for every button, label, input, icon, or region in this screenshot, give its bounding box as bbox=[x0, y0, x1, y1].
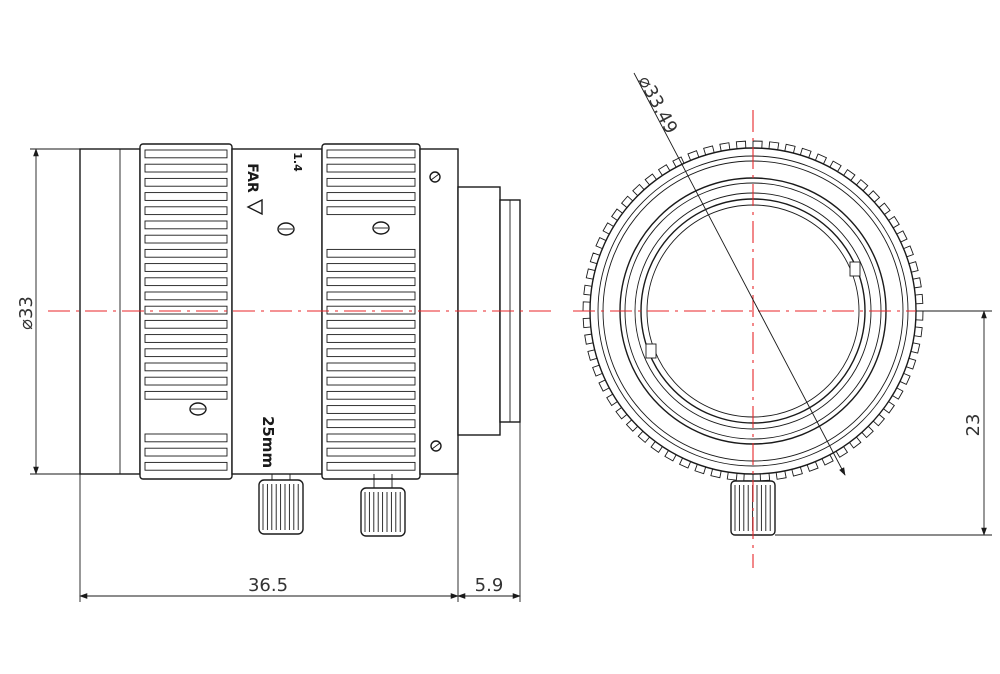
label-length-body: 36.5 bbox=[248, 575, 288, 596]
dimension-diameter-side: ⌀33 bbox=[16, 148, 80, 475]
body-screw-bottom bbox=[430, 440, 442, 452]
label-diameter-side: ⌀33 bbox=[16, 296, 37, 330]
set-screw-focus bbox=[189, 402, 207, 416]
label-length-mount: 5.9 bbox=[475, 575, 504, 596]
iris-ring bbox=[321, 143, 421, 480]
body-screw-top bbox=[429, 171, 441, 183]
label-height-screw: 23 bbox=[963, 414, 984, 437]
focus-ring bbox=[139, 143, 233, 480]
set-screw-middle bbox=[277, 222, 295, 236]
marking-focal-length: 25mm bbox=[259, 416, 277, 468]
thumb-screw-focus bbox=[258, 479, 304, 535]
marking-far: FAR bbox=[244, 163, 260, 193]
dimension-height-screw: 23 bbox=[775, 310, 992, 536]
side-view: FAR 1.4 25mm ⌀33 bbox=[16, 143, 556, 602]
marking-iris: 1.4 bbox=[291, 152, 304, 172]
set-screw-iris bbox=[372, 221, 390, 235]
front-view: ⌀33.49 23 bbox=[573, 72, 992, 568]
dimension-length: 36.5 5.9 bbox=[79, 422, 521, 602]
index-triangle-icon bbox=[246, 198, 263, 216]
thumb-screw-iris bbox=[360, 487, 406, 537]
label-diameter-front: ⌀33.49 bbox=[634, 72, 682, 137]
